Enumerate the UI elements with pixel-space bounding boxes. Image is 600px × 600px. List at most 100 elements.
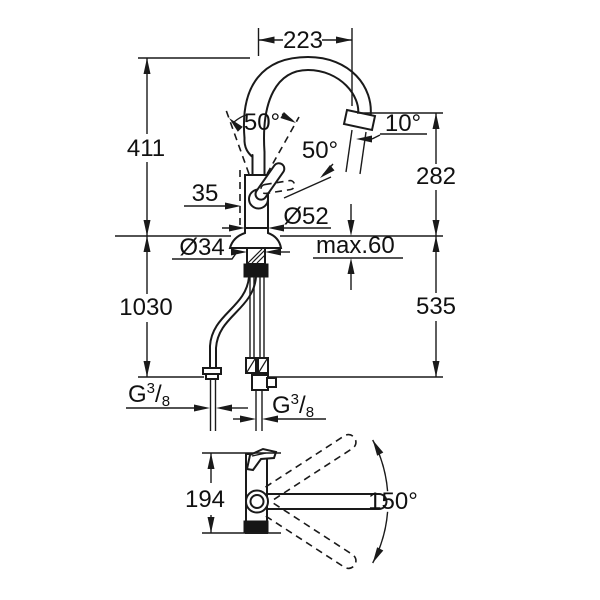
check-valve-body [251,374,269,391]
top-view-lever [245,447,278,472]
arrowhead [336,36,352,44]
dim-max60-label: max.60 [316,232,395,259]
dim-1030-label: 1030 [119,294,172,321]
arrowhead [268,224,284,232]
spout-arc-inner [263,68,360,153]
spout-pivot-inner [249,494,265,509]
pullout-hose-left-wall [209,276,250,369]
shank-hatch [251,249,266,264]
dashed-spout-outline [265,433,357,501]
dimension-35: 35 [184,180,241,210]
thread-label-right: G3/8 [233,391,326,423]
arrowhead [229,118,243,132]
reference-lines [115,28,443,378]
thread-label-left: G3/8 [126,380,248,412]
arrowhead [432,220,440,236]
angle-arc-stub [233,114,247,123]
arrowhead [143,236,151,252]
shank-hatch [247,248,263,264]
dim-282-label: 282 [416,163,456,190]
check-valve-port [266,377,277,388]
arrowhead [207,453,215,469]
thread-base: G [128,381,147,408]
arrowhead [262,415,278,423]
lever-axis-line [283,176,332,199]
angle-10-label: 10° [385,110,421,137]
top-view-base-band [243,520,269,534]
top-view-spout-swiveled-up [265,433,357,501]
escutcheon-dome [228,227,283,249]
dashed-spout-outline [265,502,357,570]
lever-swing-line-right [266,116,300,175]
thread-slash: / [155,381,162,408]
dimension-diameter-52: Ø52 [222,203,331,232]
dimension-max60: max.60 [313,204,403,290]
top-view-spout-swiveled-down [265,502,357,570]
dimension-1030: 1030 [119,236,173,377]
arrowhead [432,361,440,377]
ext-line [202,452,281,534]
dimension-223: 223 [258,27,352,54]
arrowhead [216,404,232,412]
arrowhead [143,58,151,74]
arrowhead [432,113,440,129]
arrowhead [347,258,355,274]
spout-pivot-outer [245,489,269,514]
dim-35-label: 35 [192,180,219,207]
arrowhead [320,165,335,178]
thread-slash: / [299,392,306,419]
arrowhead [143,220,151,236]
hose-fitting-body [205,373,219,380]
dim-d52-label: Ø52 [283,203,328,230]
arrowhead [356,135,372,143]
lever-handle-alt-position [260,179,296,195]
arrowhead [372,440,384,456]
spout-left-transition [243,137,254,158]
top-view-spout [267,493,388,510]
thread-base: G [272,392,291,419]
spout-arc-outer [242,55,372,139]
arrowhead [372,547,384,563]
connector-hatch [258,358,268,373]
mounting-nut [243,263,269,278]
spout-outlet [342,108,377,132]
arrowhead [432,236,440,252]
connector-hatch [246,358,256,373]
angle-50-side: 50° [283,137,338,199]
arrowhead [265,248,281,256]
thread-numerator: 3 [291,391,299,408]
dimension-411: 411 [127,58,165,236]
outlet-stream-line-1 [345,129,353,173]
arrowhead [231,248,247,256]
arrowhead [347,220,355,236]
dim-223-label: 223 [283,27,323,54]
arrowhead [240,415,256,423]
angle-150-label: 150° [368,488,418,515]
dimension-535: 535 [416,236,456,377]
angle-50-swing-label: 50° [244,109,280,136]
faucet-top-view: 150° [243,433,418,570]
arrowhead [258,36,275,44]
thread-left-text: G3/8 [128,380,170,410]
angle-50-swing: 50° [229,109,296,136]
thread-right-text: G3/8 [272,391,314,421]
dim-535-label: 535 [416,293,456,320]
thread-numerator: 3 [147,380,155,397]
dim-194-label: 194 [185,486,225,513]
arrowhead [207,517,215,533]
arrowhead [143,361,151,377]
thread-denominator: 8 [162,393,170,410]
leader-line [371,134,381,140]
angle-10-outlet: 10° [356,110,427,143]
faucet-front-view [202,55,377,431]
lever-handle [254,162,286,201]
dimension-diameter-34: Ø34 [172,234,290,261]
thread-denominator: 8 [306,404,314,421]
dim-d34-label: Ø34 [179,234,224,261]
angle-50-side-label: 50° [302,137,338,164]
dim-411-label: 411 [127,135,165,162]
arrowhead [225,202,241,210]
arrowhead [229,224,245,232]
